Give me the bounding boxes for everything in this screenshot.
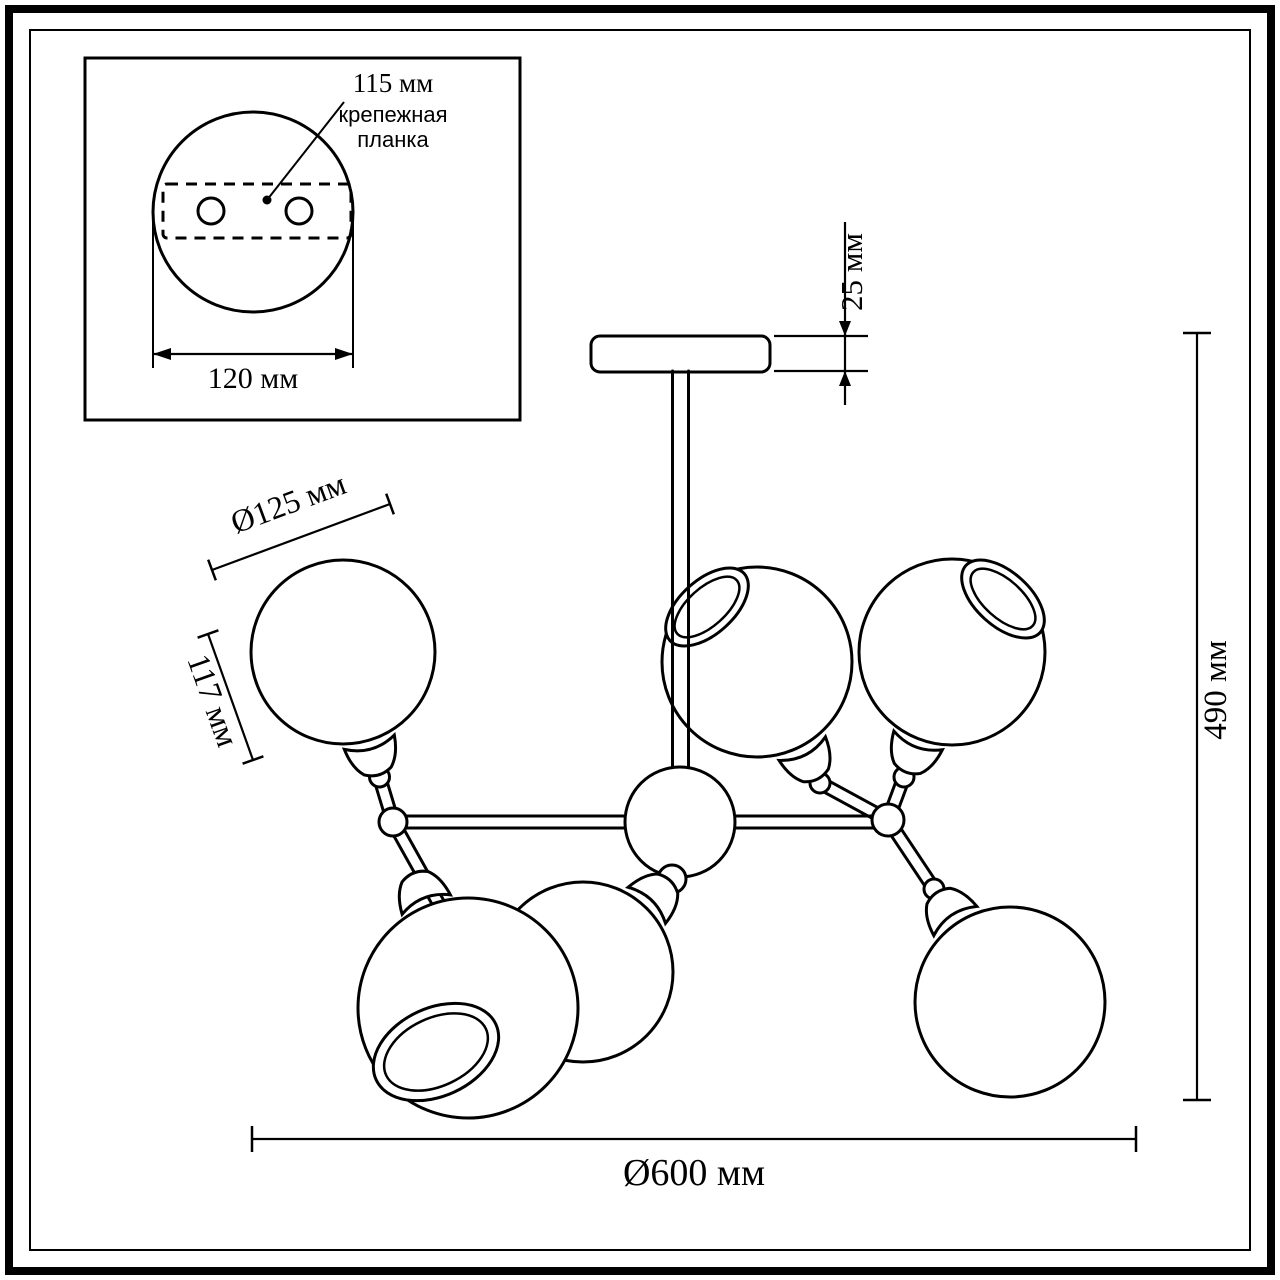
shade-lower-right [913,905,1107,1099]
dim-600-label: Ø600 мм [623,1152,765,1194]
inset-panel: 115 мм крепежная планка 120 мм [83,56,522,422]
arm-lowerleft-edge2 [396,817,452,914]
dim-25-arrow-bottom [839,371,851,386]
dim-117-tick-top [197,629,219,639]
shade-upper-middle-rim-inner [673,575,741,639]
hub-sphere [623,765,737,879]
dim-125-tick-right [385,493,395,515]
inner-border [29,29,1251,1251]
leader-line [266,101,345,201]
shade-upper-right-rim-inner [969,567,1037,631]
dim-117-tick-bottom [242,755,264,765]
dim-117-label: 117 мм [180,649,246,751]
dim-120-arrow-right [335,348,353,360]
dim-490-label: 490 мм [1198,640,1234,740]
shade-top-left [249,558,437,746]
dim-115-label: 115 мм [353,68,433,98]
dim-120-label: 120 мм [208,362,298,395]
dim-125-line [211,502,391,572]
outer-border [5,5,1275,1275]
chandelier-drawing [249,334,1107,1120]
ceiling-canopy [589,334,772,374]
shade-lower-left-rim-inner [382,1012,490,1092]
bracket-label-line1: крепежная [338,102,447,127]
screw-hole-right [284,196,314,226]
bracket-dashed-outline [161,182,353,240]
dim-120-arrow-left [153,348,171,360]
dim-125-tick-left [207,559,217,581]
dim-25-arrow-top [839,321,851,336]
shade-lower-left-rim-outer [371,1001,501,1103]
junction-ball [870,802,906,838]
bracket-label-line2: планка [357,127,429,152]
ball-joint-elbow [377,806,409,838]
screw-hole-left [196,196,226,226]
mounting-plate-circle [151,110,355,314]
shade-upper-right-rim-outer [960,558,1046,640]
dim-117-line [206,633,255,761]
dim-25-label: 25 мм [834,233,869,311]
dim-125-label: Ø125 мм [226,465,351,540]
